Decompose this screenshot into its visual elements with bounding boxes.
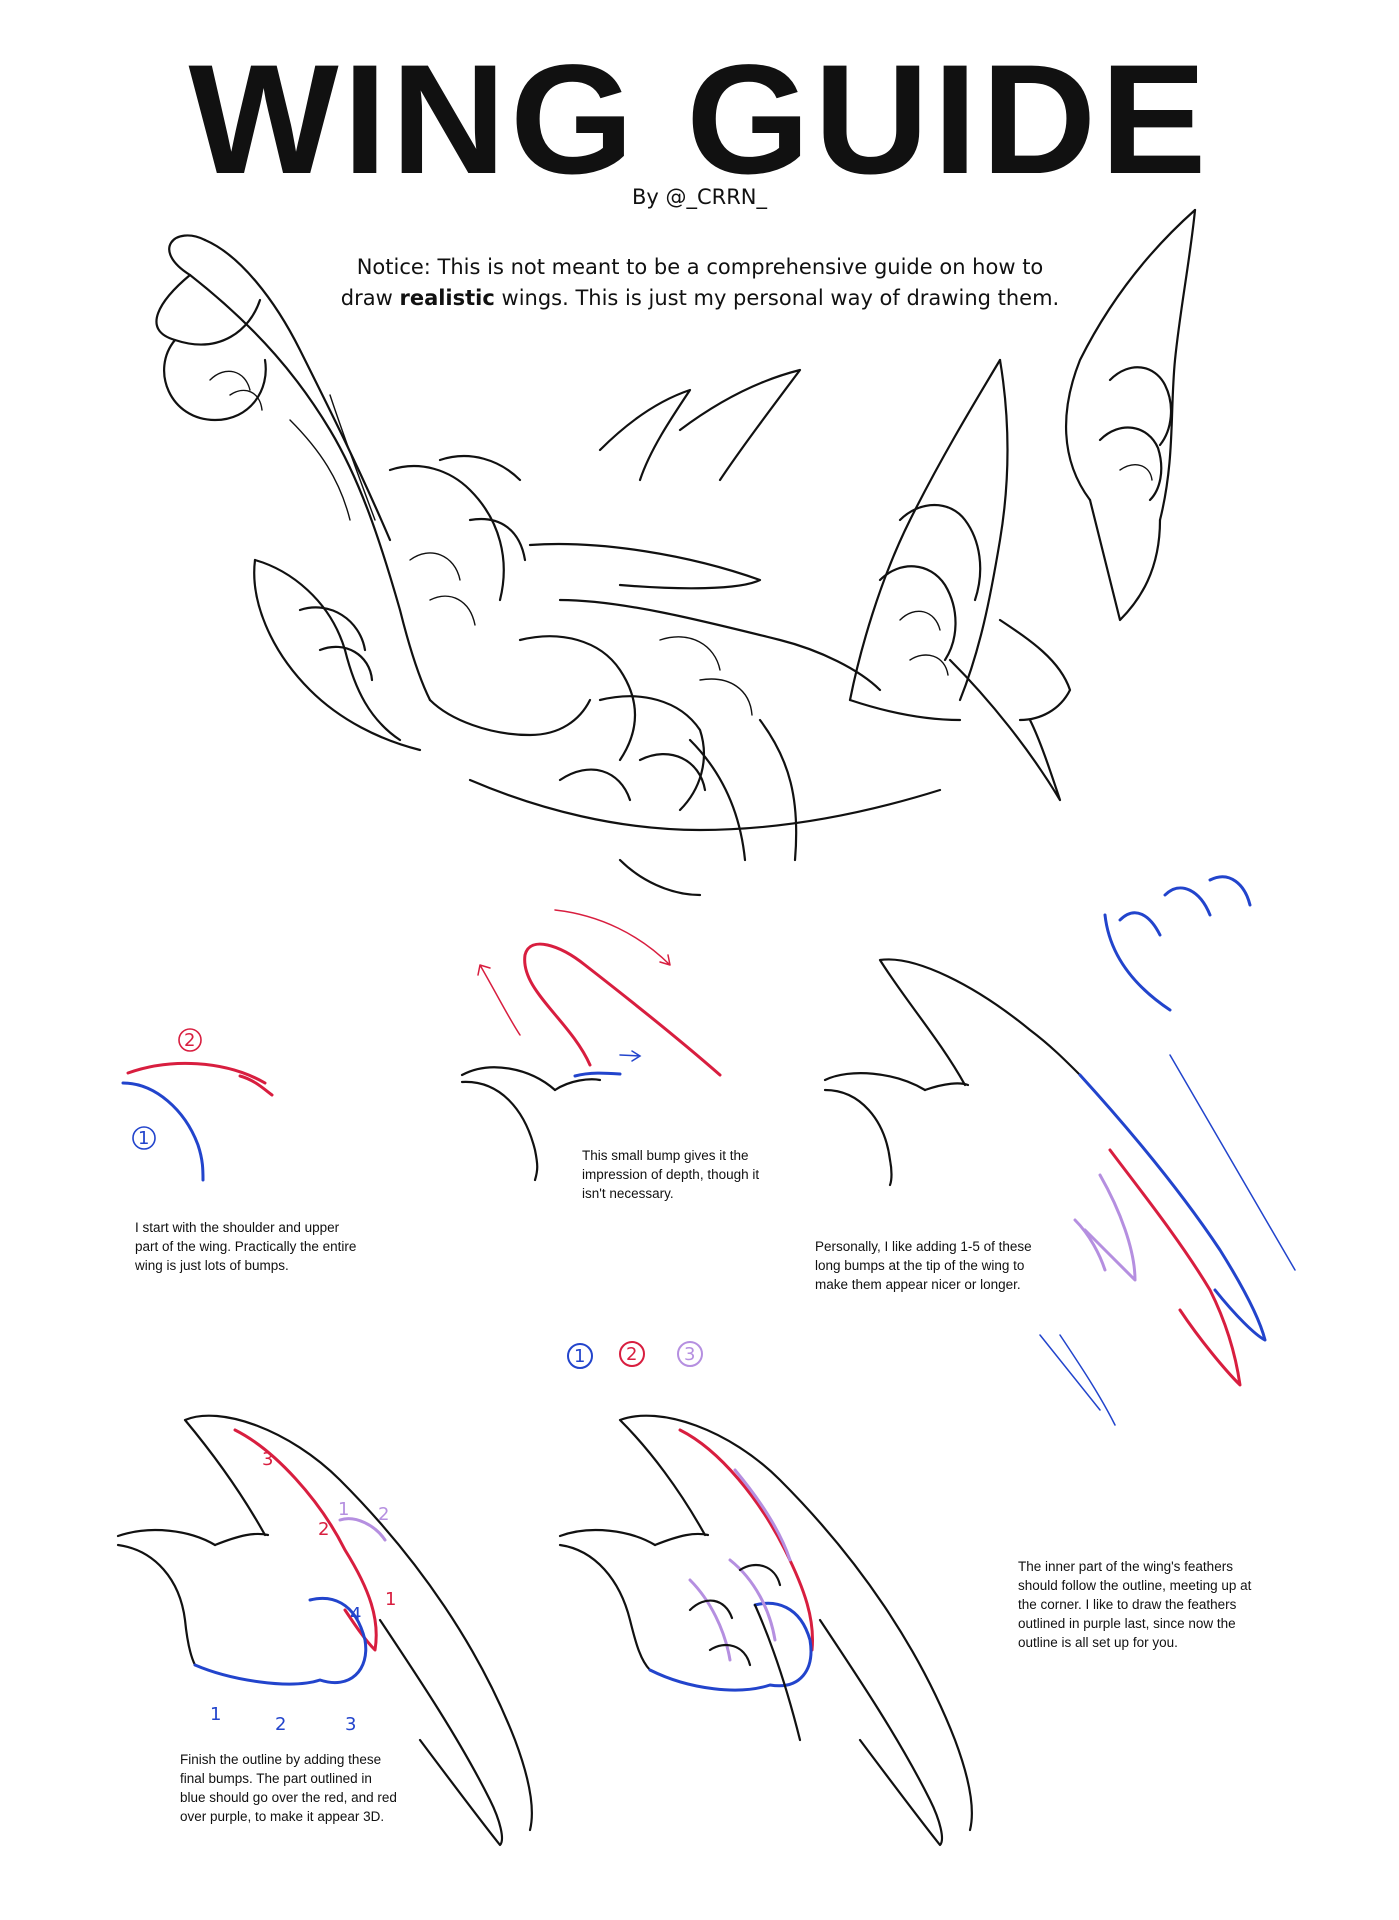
step5-black-tip: [818, 1618, 944, 1847]
step1-red-curve: [126, 1061, 274, 1097]
page-title: WING GUIDE: [188, 33, 1211, 207]
step2-red-arrow-up: [477, 964, 521, 1036]
step1-marker-2: 2: [184, 1030, 195, 1051]
step4-red-label-2: 2: [318, 1519, 329, 1540]
step4-blue-label-2: 2: [275, 1714, 286, 1735]
step5-red-inner: [678, 1428, 814, 1652]
step4-blue-label-1: 1: [210, 1704, 221, 1725]
step3-blue-practice-curve: [1103, 913, 1172, 1012]
notice-before: Notice: This is not meant to be a compre…: [340, 255, 1044, 310]
step3-black-spike: [878, 958, 1082, 1087]
step3-purple-long-bump: [1083, 1173, 1137, 1282]
step1-marker-2-circle: [178, 1028, 202, 1052]
step3-blue-arrows-lower: [1039, 1334, 1116, 1426]
step5-black-join: [653, 1532, 710, 1547]
notice-after: wings. This is just my personal way of d…: [501, 286, 1060, 310]
step1-blue-curve: [121, 1081, 205, 1182]
step1-marker-1-circle: [132, 1126, 156, 1150]
step4-blue-label-3: 3: [345, 1714, 356, 1735]
step3-blue-practice-strokes: [1118, 875, 1252, 937]
step4-sketch: 1 2 3 1 2 3 4 1 2: [116, 1414, 533, 1847]
step5-sketch: [558, 1414, 973, 1847]
step2-blue-arrow: [619, 1050, 642, 1062]
step1-marker-1: 1: [138, 1128, 149, 1149]
step4-purple-bump: [338, 1517, 387, 1542]
legend-red-circle: [619, 1341, 645, 1367]
step4-black-tip: [378, 1618, 504, 1847]
step3-purple-tip: [1073, 1218, 1107, 1272]
hero-wings-sketch: [155, 208, 1197, 897]
step5-purple-feathers: [688, 1468, 792, 1662]
step5-caption: The inner part of the wing's feathers sh…: [1018, 1559, 1252, 1650]
step2-blue-bump: [573, 1071, 622, 1078]
legend-marker-1: 1: [574, 1346, 585, 1367]
step2-black-shoulder: [460, 1066, 557, 1182]
step4-red-label-3: 3: [262, 1449, 273, 1470]
notice-bold-word: realistic: [399, 286, 495, 310]
step5-black-outer: [618, 1414, 973, 1832]
step4-purple-label-1: 1: [338, 1499, 349, 1520]
step4-black-shoulder: [116, 1528, 217, 1667]
step3-black-join: [923, 1082, 970, 1092]
step5-black-shoulder: [558, 1528, 657, 1672]
color-order-legend: 1 2 3: [567, 1341, 703, 1369]
step3-caption: Personally, I like adding 1-5 of these l…: [815, 1239, 1032, 1292]
step4-red-label-1: 1: [385, 1589, 396, 1610]
notice-text: Notice: This is not meant to be a compre…: [330, 252, 1070, 314]
step4-blue-bumps: [193, 1596, 368, 1686]
step4-black-outer: [183, 1414, 533, 1832]
step5-black-feathers: [688, 1563, 782, 1667]
step2-black-join: [553, 1078, 602, 1092]
step2-caption: This small bump gives it the impression …: [582, 1148, 760, 1201]
legend-blue-circle: [567, 1343, 593, 1369]
step2-red-arrow-right: [554, 909, 671, 966]
legend-purple-circle: [677, 1341, 703, 1367]
step2-sketch: [460, 909, 722, 1182]
step3-sketch: [823, 875, 1296, 1426]
step3-blue-guide-line: [1169, 1054, 1296, 1271]
step5-black-inner-line: [753, 1603, 802, 1742]
step1-sketch: 2 1: [121, 1028, 274, 1182]
step3-red-long-bump: [1108, 1148, 1242, 1387]
step3-blue-long-bump: [1078, 1073, 1267, 1342]
legend-marker-2: 2: [626, 1344, 637, 1365]
step4-purple-label-2: 2: [378, 1504, 389, 1525]
author-byline: By @_CRRN_: [631, 185, 768, 209]
step2-red-spike: [523, 942, 722, 1077]
step4-red-label-4: 4: [350, 1604, 361, 1625]
step4-black-join: [213, 1532, 270, 1547]
step5-blue-bumps: [648, 1601, 813, 1692]
step1-caption: I start with the shoulder and upper part…: [135, 1220, 357, 1273]
legend-marker-3: 3: [684, 1344, 695, 1365]
step3-black-shoulder: [823, 1072, 927, 1187]
step4-caption: Finish the outline by adding these final…: [180, 1752, 397, 1824]
